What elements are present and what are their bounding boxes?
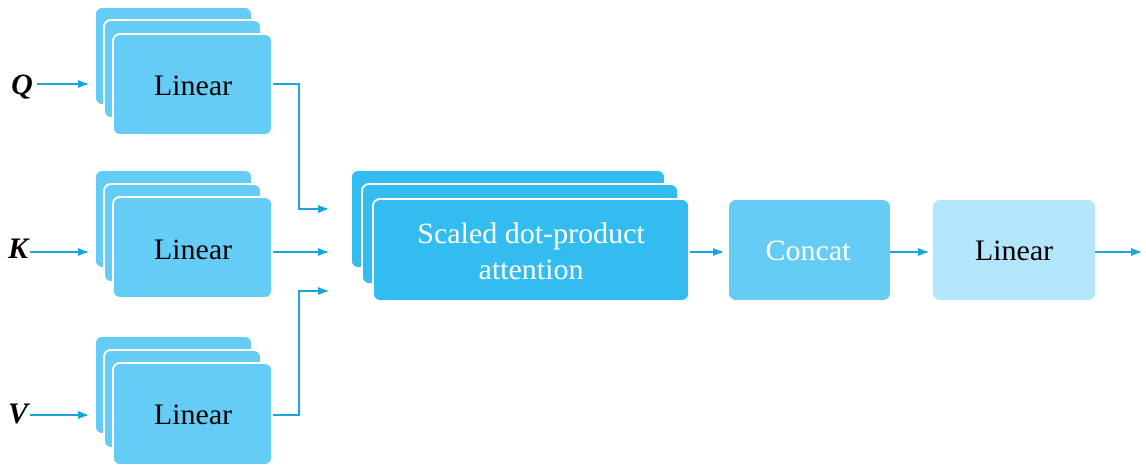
linear-box-q-label: Linear	[154, 69, 232, 102]
concat-box	[729, 200, 890, 300]
final-linear-block: Linear	[933, 200, 1095, 300]
linear-box-v-label: Linear	[154, 398, 232, 431]
input-label-k: K	[7, 232, 30, 265]
linear-box-q	[112, 33, 273, 136]
attention-label-line2: attention	[479, 253, 584, 286]
linear-stack-v: Linear	[94, 335, 273, 466]
linear-box-v	[112, 362, 273, 466]
attention-label-line1: Scaled dot-product	[417, 217, 645, 250]
linear-box-k-label: Linear	[154, 233, 232, 266]
connector-v-to-attention	[273, 287, 328, 416]
linear-box-k	[112, 196, 273, 299]
connector-q-to-attention	[273, 83, 328, 213]
attention-box	[372, 198, 690, 302]
final-linear-label: Linear	[975, 234, 1053, 267]
concat-block: Concat	[729, 200, 890, 300]
attention-stack: Scaled dot-product attention	[350, 169, 690, 302]
linear-stack-k: Linear	[94, 169, 273, 299]
input-label-q: Q	[11, 68, 33, 101]
input-label-v: V	[8, 397, 31, 430]
linear-stack-q: Linear	[94, 6, 273, 136]
final-linear-box	[933, 200, 1095, 300]
concat-label: Concat	[766, 234, 852, 267]
